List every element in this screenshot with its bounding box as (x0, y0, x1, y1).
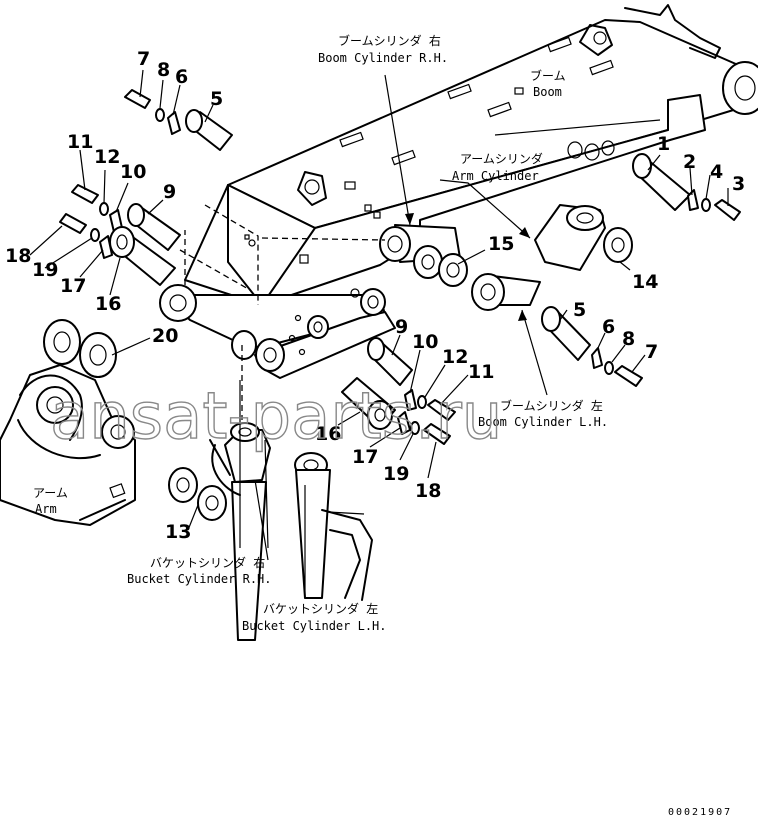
part-number-11b: 11 (468, 361, 494, 383)
bucket-cylinder-lh (294, 452, 373, 601)
part-number-17b: 17 (352, 446, 378, 468)
part-number-8b: 8 (622, 328, 635, 350)
part-number-7b: 7 (645, 341, 658, 363)
bucket-cyl-rh-en: Bucket Cylinder R.H. (127, 572, 272, 586)
part-number-16: 16 (95, 293, 121, 315)
arm-structure (0, 364, 136, 526)
part-number-6b: 6 (602, 316, 615, 338)
part-number-16b: 16 (315, 423, 341, 445)
arm-plates (159, 284, 396, 379)
boom-cylinder-lh (471, 273, 541, 311)
part-number-5: 5 (210, 88, 223, 110)
part-number-3: 3 (732, 173, 745, 195)
part-number-15: 15 (488, 233, 514, 255)
arrowhead-boom-cyl-rh (405, 213, 414, 225)
arm-cyl-en: Arm Cylinder (452, 169, 539, 183)
part-number-labels: 7 8 6 5 11 12 10 9 18 19 17 16 20 1 2 4 … (5, 48, 745, 543)
part-number-4: 4 (710, 161, 723, 183)
part-number-12: 12 (94, 146, 120, 168)
part-number-18: 18 (5, 245, 31, 267)
arrowhead-boom-cyl-lh (518, 310, 527, 321)
part-number-13: 13 (165, 521, 191, 543)
part-number-11: 11 (67, 131, 93, 153)
part-number-7: 7 (137, 48, 150, 70)
arrowhead-arm-cyl (519, 227, 530, 238)
part-number-17: 17 (60, 275, 86, 297)
part-number-14: 14 (632, 271, 658, 293)
part-number-6: 6 (175, 66, 188, 88)
part-number-19b: 19 (383, 463, 409, 485)
part-number-10b: 10 (412, 331, 438, 353)
drawing-code: 00021907 (668, 807, 732, 818)
part-number-9b: 9 (395, 316, 408, 338)
boom-cyl-rh-en: Boom Cylinder R.H. (318, 51, 448, 65)
right-pin-group (168, 153, 741, 521)
arm-cylinder (534, 204, 606, 271)
boom-en: Boom (533, 85, 562, 99)
part-number-9: 9 (163, 181, 176, 203)
boom-cyl-lh-en: Boom Cylinder L.H. (478, 415, 608, 429)
bucket-cyl-lh-jp: バケットシリンダ 左 (263, 601, 378, 616)
arm-cyl-jp: アームシリンダ (460, 151, 543, 166)
part-number-2: 2 (683, 151, 696, 173)
part-number-18b: 18 (415, 480, 441, 502)
boom-structure (184, 4, 758, 306)
part-number-10: 10 (120, 161, 146, 183)
boom-cyl-rh-jp: ブームシリンダ 右 (338, 33, 441, 48)
bucket-cyl-rh-jp: バケットシリンダ 右 (150, 555, 265, 570)
arm-jp: アーム (33, 486, 68, 500)
labels: ブームシリンダ 右 Boom Cylinder R.H. ブーム Boom アー… (33, 33, 608, 633)
left-pin-group (43, 89, 233, 378)
watermark: ansat-parts.ru (50, 380, 502, 454)
part-number-19: 19 (32, 259, 58, 281)
bucket-cyl-lh-en: Bucket Cylinder L.H. (242, 619, 387, 633)
part-number-8: 8 (157, 59, 170, 81)
part-number-1: 1 (657, 133, 670, 155)
spacer-washers-15 (413, 245, 468, 287)
arm-en: Arm (35, 502, 57, 516)
hidden-lines (179, 204, 386, 420)
part-number-12b: 12 (442, 346, 468, 368)
leader-lines (29, 69, 729, 598)
part-number-20: 20 (152, 325, 178, 347)
part-number-5b: 5 (573, 299, 586, 321)
boom-jp: ブーム (530, 68, 566, 83)
boom-cylinder-rh (379, 224, 461, 263)
boom-cyl-lh-jp: ブームシリンダ 左 (500, 398, 603, 413)
